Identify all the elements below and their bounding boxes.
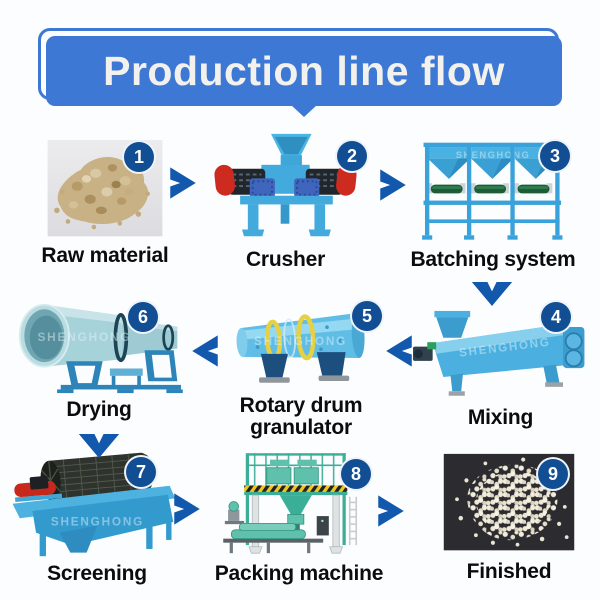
arrow-left-icon [382, 334, 416, 368]
arrow-right-icon [170, 492, 204, 526]
drying-image: SHENGHONG [18, 303, 183, 394]
step-badge: 6 [128, 302, 158, 332]
arrow-left-icon [188, 334, 222, 368]
step-badge: 9 [538, 459, 568, 489]
crusher-image [214, 133, 357, 237]
step-raw-material: Raw material [35, 140, 175, 267]
step-badge: 2 [337, 141, 367, 171]
step-label: Mixing [467, 406, 534, 429]
screening-image: SHENGHONG [12, 452, 176, 557]
step-mixing: SHENGHONG Mixing [403, 302, 598, 429]
step-label: Raw material [41, 244, 169, 267]
watermark-text: SHENGHONG [456, 149, 531, 160]
arrow-down-icon [77, 430, 121, 462]
step-label: Screening [47, 562, 147, 585]
step-badge: 7 [126, 457, 156, 487]
raw-material-image [47, 140, 163, 237]
step-badge: 3 [540, 141, 570, 171]
arrow-down-icon [470, 278, 514, 310]
arrow-right-icon [374, 494, 408, 528]
header-banner: Production line flow [46, 36, 562, 106]
step-rotary-drum-granulator: SHENGHONG Rotary drum granulator [222, 298, 380, 439]
banner-notch [291, 105, 317, 117]
step-badge: 4 [541, 302, 571, 332]
arrow-right-icon [376, 168, 410, 202]
finished-product-image [443, 453, 575, 551]
step-finished: Finished [433, 452, 585, 583]
packing-machine-image [223, 453, 358, 554]
step-label: Drying [66, 398, 132, 421]
arrow-right-icon [166, 166, 200, 200]
step-badge: 8 [341, 459, 371, 489]
watermark-text: SHENGHONG [254, 335, 347, 348]
step-label: Finished [466, 560, 552, 583]
step-label: Rotary drum granulator [239, 394, 363, 440]
page-title: Production line flow [103, 47, 505, 94]
step-screening: SHENGHONG Screening [3, 446, 191, 585]
step-packing-machine: Packing machine [203, 450, 395, 585]
watermark-text: SHENGHONG [51, 515, 144, 528]
step-label: Crusher [245, 248, 326, 271]
step-crusher: Crusher [208, 132, 363, 271]
step-badge: 1 [124, 142, 154, 172]
step-drying: SHENGHONG Drying [3, 292, 195, 421]
step-label: Packing machine [214, 562, 384, 585]
step-badge: 5 [352, 301, 382, 331]
mixing-image: SHENGHONG [413, 310, 585, 396]
watermark-text: SHENGHONG [37, 330, 131, 344]
step-label: Batching system [410, 248, 576, 271]
